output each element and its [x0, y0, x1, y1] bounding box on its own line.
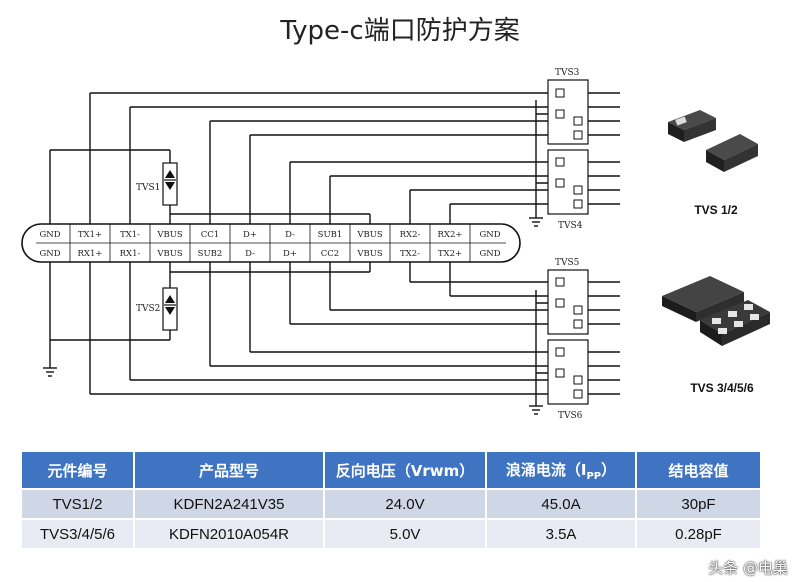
table-cell: 30pF [636, 488, 760, 519]
surge-header-subscript: PP [586, 470, 602, 482]
ground-icon [43, 367, 57, 377]
pin-label: RX2+ [438, 230, 463, 240]
pin-label: GND [39, 249, 60, 259]
pin-label: TX2- [400, 249, 420, 259]
table-cell: KDFN2010A054R [134, 518, 325, 548]
table-cell: KDFN2A241V35 [134, 488, 325, 519]
tvs1-label: TVS1 [136, 183, 160, 193]
column-header: 元件编号 [22, 452, 135, 489]
table-cell: TVS1/2 [22, 488, 135, 519]
pin-label: VBUS [356, 249, 383, 259]
package-image-large [662, 276, 770, 346]
tvs2-symbol [162, 287, 178, 331]
tvs4-label: TVS4 [558, 221, 583, 231]
surge-header-text: 浪涌电流（I [505, 460, 587, 479]
page-title: Type-c端口防护方案 [280, 16, 520, 46]
tvs4-box [547, 149, 589, 215]
pin-label: RX1- [120, 249, 141, 259]
tvs6-box [547, 339, 589, 405]
tvs3-label: TVS3 [555, 68, 580, 78]
column-header: 产品型号 [134, 452, 325, 489]
pin-label: TX2+ [438, 249, 462, 259]
column-header-surge: 浪涌电流（IPP） [486, 452, 637, 489]
table-header-row: 元件编号 产品型号 反向电压（Vrwm） 浪涌电流（IPP） 结电容值 [22, 452, 760, 489]
pin-label: RX2- [400, 230, 421, 240]
tvs6-label: TVS6 [558, 411, 583, 421]
pin-label: VBUS [156, 230, 183, 240]
esd-schematic: TVS3 TVS4 TVS5 TVS6 TVS1 TVS2 GND TX1+ T… [21, 68, 770, 421]
table-cell: TVS3/4/5/6 [22, 518, 135, 548]
watermark: 头条 @电巢 [708, 559, 788, 577]
pin-label: TX1- [120, 230, 140, 240]
connector-grid [36, 224, 506, 262]
pin-label: D- [245, 249, 255, 259]
pin-label: CC2 [321, 249, 339, 259]
ground-icon [529, 405, 543, 415]
package-label-large: TVS 3/4/5/6 [690, 381, 754, 395]
tvs5-label: TVS5 [555, 258, 580, 268]
pin-label: GND [479, 230, 500, 240]
surge-header-tail: ） [601, 460, 617, 479]
pin-label: D+ [283, 249, 297, 259]
pin-label: D- [285, 230, 295, 240]
tvs-pin-stubs [555, 88, 583, 399]
tvs3-box [547, 79, 589, 145]
spec-table: 元件编号 产品型号 反向电压（Vrwm） 浪涌电流（IPP） 结电容值 TVS1… [22, 452, 760, 548]
table-cell: 3.5A [486, 518, 637, 548]
pin-label: GND [479, 249, 500, 259]
pin-label: VBUS [156, 249, 183, 259]
column-header: 反向电压（Vrwm） [324, 452, 487, 489]
tvs2-label: TVS2 [136, 304, 160, 314]
pin-label: SUB2 [198, 249, 223, 259]
package-label-small: TVS 1/2 [694, 203, 738, 217]
ground-icon [529, 217, 543, 227]
pin-label: TX1+ [78, 230, 102, 240]
pin-label: CC1 [201, 230, 219, 240]
table-cell: 24.0V [324, 488, 487, 519]
tvs5-box [547, 269, 589, 335]
pin-label: VBUS [356, 230, 383, 240]
pin-label: D+ [243, 230, 257, 240]
tvs1-symbol [162, 162, 178, 206]
table-cell: 5.0V [324, 518, 487, 548]
column-header: 结电容值 [636, 452, 760, 489]
table-cell: 0.28pF [636, 518, 760, 548]
pin-label: RX1+ [78, 249, 103, 259]
pin-label: GND [39, 230, 60, 240]
table-cell: 45.0A [486, 488, 637, 519]
package-image-small [668, 110, 758, 172]
table-row: TVS1/2 KDFN2A241V35 24.0V 45.0A 30pF [22, 488, 760, 519]
table-row: TVS3/4/5/6 KDFN2010A054R 5.0V 3.5A 0.28p… [22, 518, 760, 548]
pin-label: SUB1 [318, 230, 343, 240]
